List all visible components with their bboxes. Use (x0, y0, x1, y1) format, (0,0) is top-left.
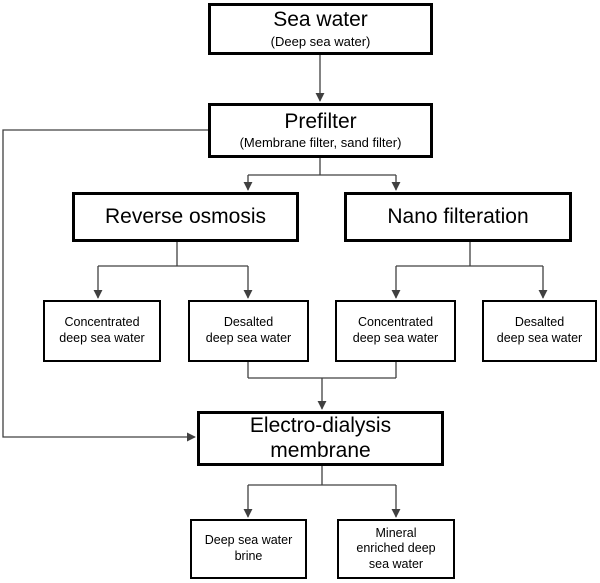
ro-desalted-box: Desalted deep sea water (188, 300, 309, 362)
mineral-enriched-line2: enriched deep (356, 541, 436, 556)
reverse-osmosis-box: Reverse osmosis (72, 192, 299, 242)
prefilter-title: Prefilter (284, 109, 357, 133)
nf-desalted-line1: Desalted (514, 315, 565, 330)
nf-concentrated-line1: Concentrated (357, 315, 434, 330)
ro-desalted-line1: Desalted (223, 315, 274, 330)
electro-dialysis-line1: Electro-dialysis (249, 414, 392, 438)
reverse-osmosis-title: Reverse osmosis (104, 204, 267, 228)
mineral-enriched-box: Mineral enriched deep sea water (337, 519, 455, 579)
sea-water-subtitle: (Deep sea water) (270, 33, 371, 49)
prefilter-box: Prefilter (Membrane filter, sand filter) (208, 103, 433, 158)
brine-line2: brine (234, 549, 263, 563)
nf-desalted-line2: deep sea water (496, 331, 583, 345)
ro-concentrated-line2: deep sea water (59, 331, 145, 345)
ro-desalted-line2: deep sea water (205, 331, 292, 345)
sea-water-title: Sea water (273, 8, 368, 32)
ro-concentrated-box: Concentrated deep sea water (43, 300, 161, 362)
nano-filteration-box: Nano filteration (344, 192, 572, 242)
brine-line1: Deep sea water (204, 533, 293, 548)
mineral-enriched-line1: Mineral (375, 525, 417, 540)
nf-concentrated-line2: deep sea water (352, 331, 439, 345)
prefilter-subtitle: (Membrane filter, sand filter) (239, 135, 402, 151)
brine-box: Deep sea water brine (190, 519, 307, 579)
electro-dialysis-line2: membrane (270, 438, 371, 462)
connector-prefilter-bypass (2, 129, 208, 442)
sea-water-box: Sea water (Deep sea water) (208, 3, 433, 55)
nf-concentrated-box: Concentrated deep sea water (335, 300, 456, 362)
nano-filteration-title: Nano filteration (387, 204, 529, 228)
nf-desalted-box: Desalted deep sea water (482, 300, 597, 362)
mineral-enriched-line3: sea water (368, 556, 424, 571)
electro-dialysis-box: Electro-dialysis membrane (197, 411, 444, 466)
ro-concentrated-line1: Concentrated (64, 315, 140, 330)
